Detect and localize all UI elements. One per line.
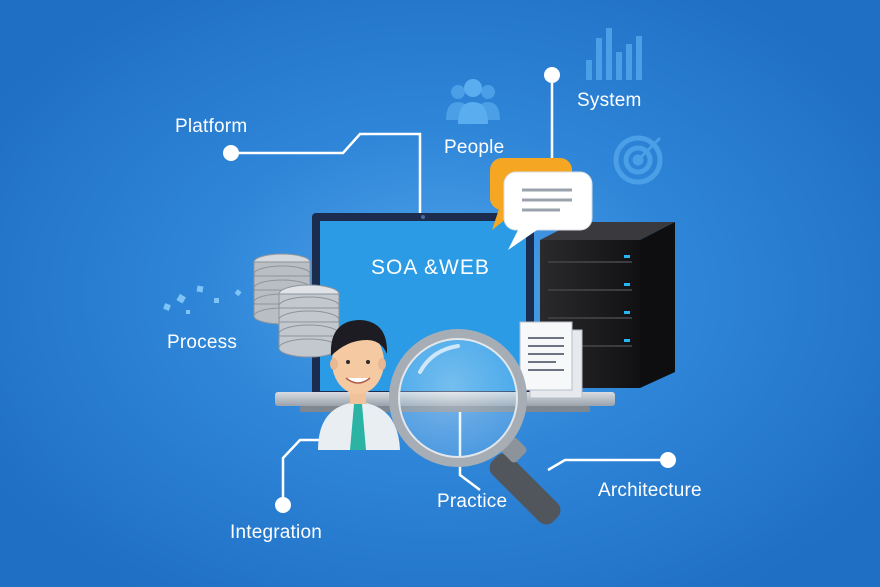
label-practice: Practice [437,491,508,512]
platform-dot [223,145,239,161]
people-group-icon [446,79,500,124]
label-people: People [444,137,505,158]
label-platform: Platform [175,116,248,137]
integration-dot [275,497,291,513]
label-process: Process [167,332,238,353]
integration-connector [281,438,320,505]
platform-connector [231,132,422,215]
chat-bubble-icon [490,158,593,250]
connector-dots [223,67,676,513]
system-dot [544,67,560,83]
label-integration: Integration [230,522,322,543]
magnifying-glass-icon [389,329,561,525]
center-title: SOA &WEB [371,256,490,279]
process-particles [163,285,242,314]
architecture-connector [547,458,668,472]
document-icon [519,321,583,399]
target-icon [613,135,663,185]
database-stack-icon [253,253,340,358]
architecture-dot [660,452,676,468]
server-rack-icon [540,222,675,388]
label-architecture: Architecture [598,480,702,501]
businessman-avatar [318,320,400,450]
label-system: System [577,90,642,111]
bar-chart-icon [586,28,642,80]
